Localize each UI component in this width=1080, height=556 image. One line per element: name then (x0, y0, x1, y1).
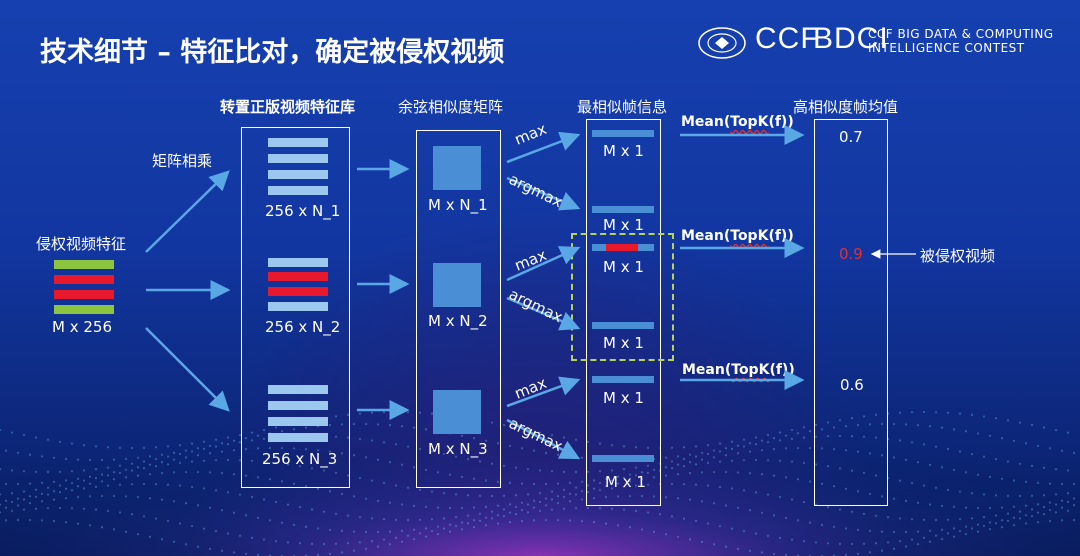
frame-dim-6: M x 1 (605, 473, 646, 491)
frame-bar-4 (592, 322, 654, 329)
frame-bar-3-highlight (606, 244, 638, 251)
ccf-seal-icon (698, 27, 746, 59)
mean-box (814, 119, 888, 506)
mean-value-3: 0.6 (840, 376, 864, 394)
header-library: 转置正版视频特征库 (220, 98, 356, 116)
input-dim: M x 256 (52, 318, 112, 336)
infringed-highlight-box (571, 233, 674, 361)
logo-line2: INTELLIGENCE CONTEST (868, 41, 1025, 55)
cosine-matrix-2 (433, 263, 481, 307)
frame-bar-2 (592, 206, 654, 213)
header-cosine: 余弦相似度矩阵 (398, 98, 504, 116)
frame-dim-3: M x 1 (603, 258, 644, 276)
infringed-label: 被侵权视频 (920, 247, 996, 265)
header-frameinfo: 最相似帧信息 (577, 98, 668, 116)
library-stack-2 (268, 258, 328, 318)
cosine-matrix-3 (433, 390, 481, 434)
logo-line1: CCF BIG DATA & COMPUTING (868, 27, 1054, 41)
cosine-matrix-1 (433, 146, 481, 190)
mean-value-2: 0.9 (839, 245, 863, 263)
cosine-box (416, 130, 501, 488)
frame-dim-5: M x 1 (603, 389, 644, 407)
frame-bar-1 (592, 130, 654, 137)
frame-bar-5 (592, 376, 654, 383)
input-feature-stack (54, 260, 114, 315)
logo-ccf: CCF (755, 22, 820, 55)
mean-formula-3: Mean(TopK(f)) (682, 362, 795, 378)
library-stack-1 (268, 138, 328, 198)
matmul-label: 矩阵相乘 (152, 152, 213, 170)
cosine-dim-2: M x N_2 (428, 312, 488, 330)
logo-bdci: BDCI (813, 22, 889, 55)
frame-dim-4: M x 1 (603, 334, 644, 352)
library-box (241, 127, 350, 488)
frame-bar-6 (592, 455, 654, 462)
page-title: 技术细节 – 特征比对，确定被侵权视频 (40, 37, 505, 68)
library-dim-3: 256 x N_3 (262, 450, 338, 468)
mean-value-1: 0.7 (839, 128, 863, 146)
input-label: 侵权视频特征 (36, 235, 127, 253)
mean-formula-2: Mean(TopK(f)) (681, 228, 794, 244)
frameinfo-box (586, 119, 661, 506)
cosine-dim-3: M x N_3 (428, 440, 488, 458)
cosine-dim-1: M x N_1 (428, 196, 488, 214)
library-dim-1: 256 x N_1 (265, 202, 341, 220)
frame-dim-2: M x 1 (603, 216, 644, 234)
frame-dim-1: M x 1 (603, 142, 644, 160)
library-dim-2: 256 x N_2 (265, 318, 341, 336)
header-mean: 高相似度帧均值 (793, 98, 899, 116)
library-stack-3 (268, 385, 328, 445)
